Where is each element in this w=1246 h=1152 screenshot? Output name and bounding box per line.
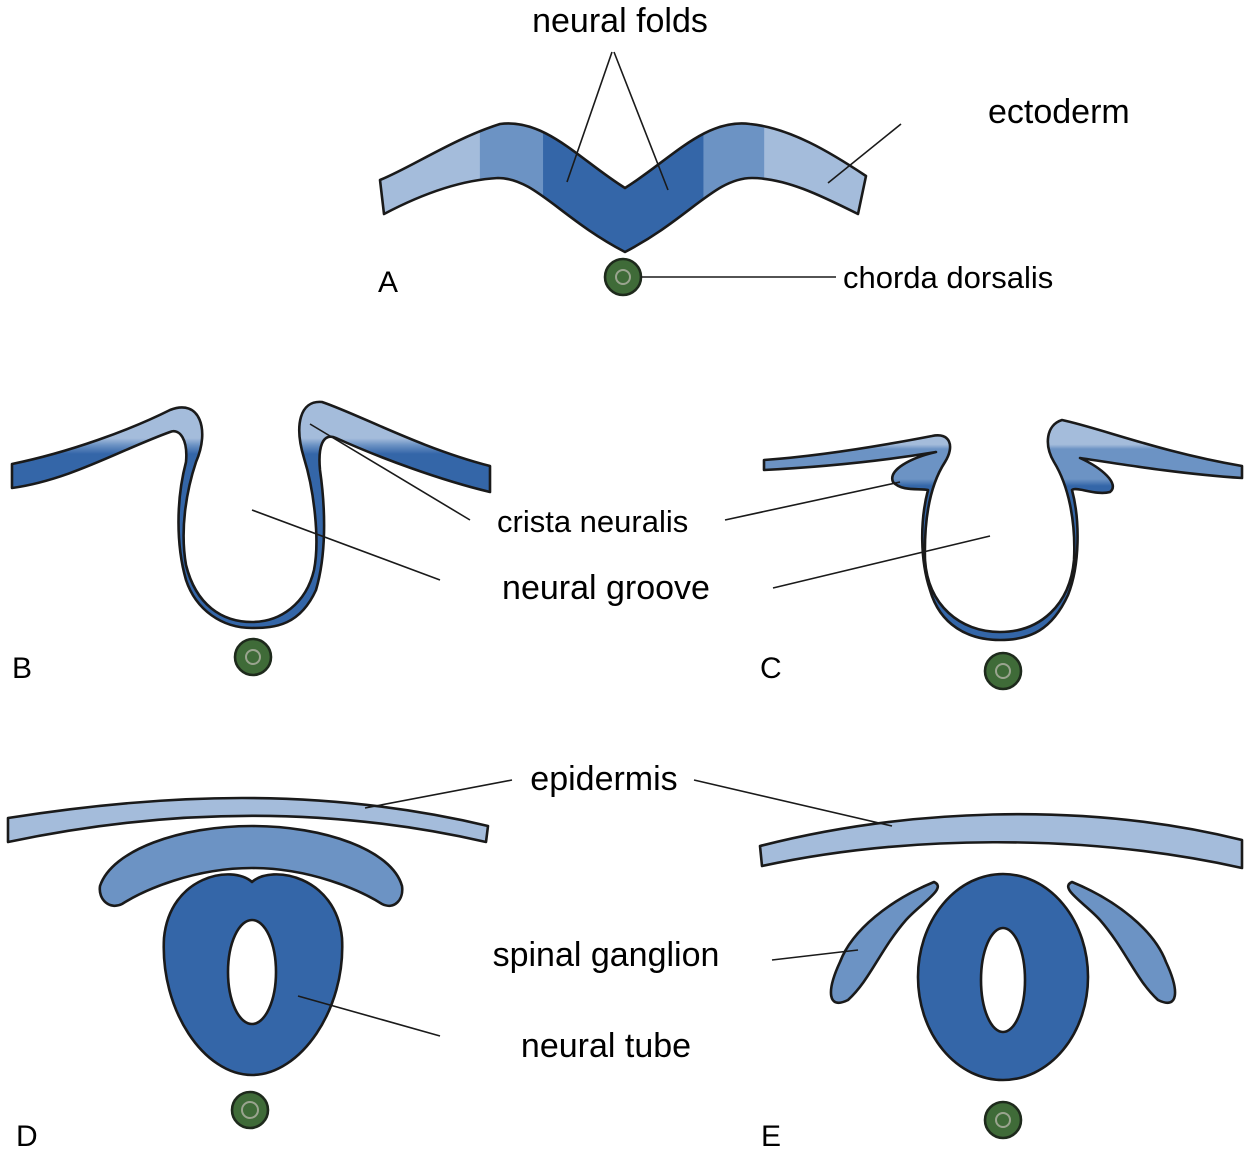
neural-plate-a bbox=[380, 123, 866, 252]
label-crista-neuralis: crista neuralis bbox=[497, 504, 688, 539]
label-chorda-dorsalis: chorda dorsalis bbox=[843, 260, 1053, 295]
panel-b: B bbox=[12, 402, 490, 685]
label-spinal-ganglion: spinal ganglion bbox=[493, 936, 720, 974]
leader-neural-groove-b bbox=[252, 510, 440, 580]
leader-crista-neuralis-c bbox=[725, 482, 900, 520]
leader-epidermis-d bbox=[365, 780, 512, 808]
panel-e: E bbox=[694, 780, 1242, 1152]
leader-neural-folds-right bbox=[614, 52, 668, 190]
panel-label-b: B bbox=[12, 652, 32, 685]
neural-canal-d bbox=[228, 920, 276, 1024]
panel-label-a: A bbox=[378, 266, 398, 299]
label-neural-groove: neural groove bbox=[502, 569, 710, 607]
chorda-dorsalis-b bbox=[235, 639, 271, 675]
panel-a: neural folds ectoderm chorda dorsalis A bbox=[378, 2, 1130, 299]
neural-groove-c bbox=[764, 420, 1242, 640]
label-neural-folds: neural folds bbox=[532, 2, 708, 40]
chorda-dorsalis-c bbox=[985, 653, 1021, 689]
panel-label-e: E bbox=[761, 1120, 781, 1152]
leader-epidermis-e bbox=[694, 780, 892, 826]
label-ectoderm: ectoderm bbox=[988, 93, 1130, 131]
chorda-dorsalis-d bbox=[232, 1092, 268, 1128]
panel-label-c: C bbox=[760, 652, 782, 685]
panel-label-d: D bbox=[16, 1120, 38, 1152]
label-epidermis: epidermis bbox=[530, 760, 677, 798]
neural-canal-e bbox=[981, 928, 1025, 1032]
chorda-dorsalis-a bbox=[605, 259, 641, 295]
leader-neural-groove-c bbox=[773, 536, 990, 588]
panel-d: D bbox=[8, 780, 512, 1152]
panel-c: C bbox=[725, 420, 1242, 689]
chorda-dorsalis-e bbox=[985, 1102, 1021, 1138]
epidermis-e bbox=[760, 814, 1242, 868]
neural-groove-b bbox=[12, 402, 490, 628]
label-neural-tube: neural tube bbox=[521, 1027, 691, 1065]
